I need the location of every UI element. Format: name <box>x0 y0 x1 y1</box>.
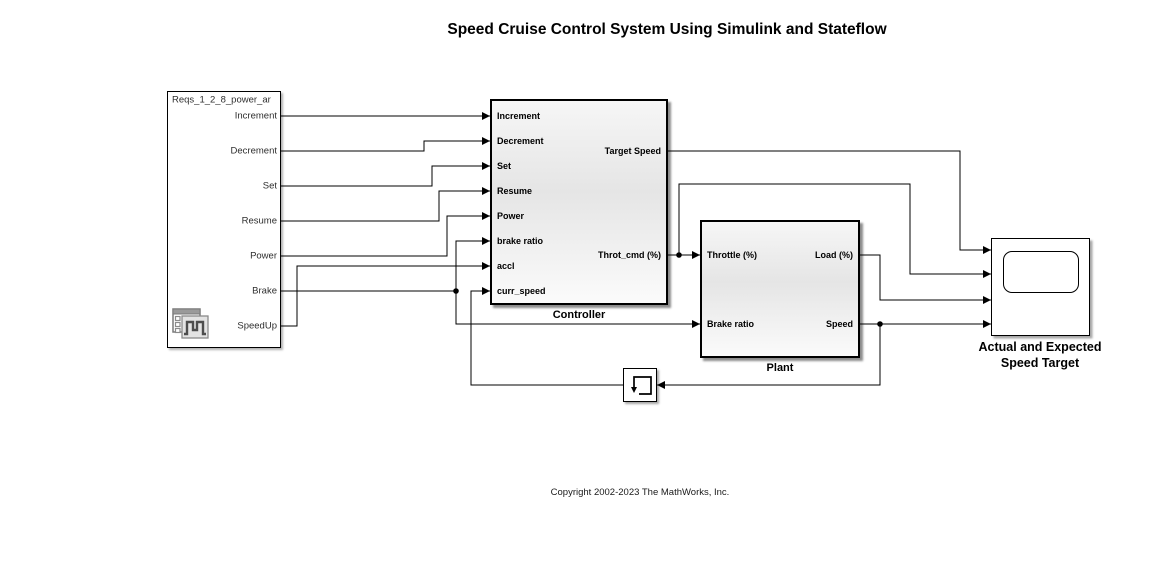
plant-out-load: Load (%) <box>815 250 853 260</box>
controller-in-power: Power <box>497 211 525 221</box>
copyright-text: Copyright 2002-2023 The MathWorks, Inc. <box>550 487 730 498</box>
arrowhead-scope-3 <box>983 296 991 304</box>
arrowhead-plant-throttle <box>692 251 700 259</box>
arrowhead-scope-1 <box>983 246 991 254</box>
arrowhead-plant-brake-ratio <box>692 320 700 328</box>
sb-out-brake: Brake <box>252 285 277 297</box>
wire-speedup-to-accl[interactable] <box>281 265 490 327</box>
sb-out-set: Set <box>262 180 277 192</box>
wire-resume[interactable] <box>281 190 490 222</box>
arrowhead-controller-power <box>482 212 490 220</box>
sb-out-increment: Increment <box>234 110 277 122</box>
plant-label[interactable]: Plant <box>766 362 794 374</box>
block-plant[interactable]: Throttle (%) Brake ratio Load (%) Speed <box>700 220 860 358</box>
arrowhead-scope-2 <box>983 270 991 278</box>
wire-decrement[interactable] <box>281 140 490 152</box>
block-signal-builder[interactable]: Reqs_1_2_8_power_ar Increment Decrement … <box>167 91 281 348</box>
controller-in-accl: accl <box>497 261 515 271</box>
controller-in-resume: Resume <box>497 186 533 196</box>
arrowhead-controller-decrement <box>482 137 490 145</box>
junction-dot-brake <box>453 288 459 294</box>
scope-label-line1: Actual and Expected <box>978 340 1102 354</box>
wire-speed-to-memory[interactable] <box>657 324 881 386</box>
sb-out-decrement: Decrement <box>230 145 277 157</box>
plant-in-throttle: Throttle (%) <box>707 250 757 260</box>
junction-dot-speed <box>877 321 883 327</box>
arrowhead-scope-4 <box>983 320 991 328</box>
junction-dot-throt-cmd <box>676 252 682 258</box>
wire-memory-to-curr-speed[interactable] <box>470 290 623 386</box>
sb-out-speedup: SpeedUp <box>237 320 277 332</box>
signal-builder-icon <box>172 308 209 339</box>
memory-icon <box>631 376 652 395</box>
plant-out-speed: Speed <box>825 319 853 329</box>
arrowhead-controller-accl <box>482 262 490 270</box>
controller-in-brake-ratio: brake ratio <box>497 236 544 246</box>
arrowhead-controller-curr-speed <box>482 287 490 295</box>
wire-throt-cmd-to-scope[interactable] <box>678 183 991 275</box>
wire-target-speed-to-scope[interactable] <box>668 150 991 251</box>
controller-out-target-speed: Target Speed <box>604 146 661 156</box>
signal-builder-name: Reqs_1_2_8_power_ar <box>172 94 271 106</box>
controller-out-throt-cmd: Throt_cmd (%) <box>598 250 661 260</box>
wire-brake-to-plant[interactable] <box>455 291 700 325</box>
arrowhead-memory-input <box>657 381 665 389</box>
controller-in-decrement: Decrement <box>497 136 544 146</box>
controller-in-curr-speed: curr_speed <box>497 286 546 296</box>
wire-set[interactable] <box>281 165 490 187</box>
block-memory[interactable] <box>623 368 657 402</box>
wire-load-to-scope[interactable] <box>860 254 991 301</box>
wire-power[interactable] <box>281 215 490 257</box>
block-scope[interactable] <box>991 238 1090 336</box>
wire-brake-to-brake-ratio[interactable] <box>455 240 490 291</box>
arrowhead-controller-set <box>482 162 490 170</box>
controller-in-increment: Increment <box>497 111 541 121</box>
arrowhead-controller-resume <box>482 187 490 195</box>
scope-label[interactable]: Actual and Expected Speed Target <box>979 340 1102 371</box>
plant-in-brake-ratio: Brake ratio <box>707 319 755 329</box>
arrowhead-controller-increment <box>482 112 490 120</box>
controller-in-set: Set <box>497 161 512 171</box>
block-controller[interactable]: Increment Decrement Set Resume Power bra… <box>490 99 668 305</box>
sb-out-resume: Resume <box>241 215 277 227</box>
scope-screen-icon <box>1003 251 1079 293</box>
arrowhead-controller-brake-ratio <box>482 237 490 245</box>
controller-label[interactable]: Controller <box>552 309 606 321</box>
model-title: Speed Cruise Control System Using Simuli… <box>447 21 887 38</box>
scope-label-line2: Speed Target <box>1000 355 1080 370</box>
sb-out-power: Power <box>250 250 277 262</box>
